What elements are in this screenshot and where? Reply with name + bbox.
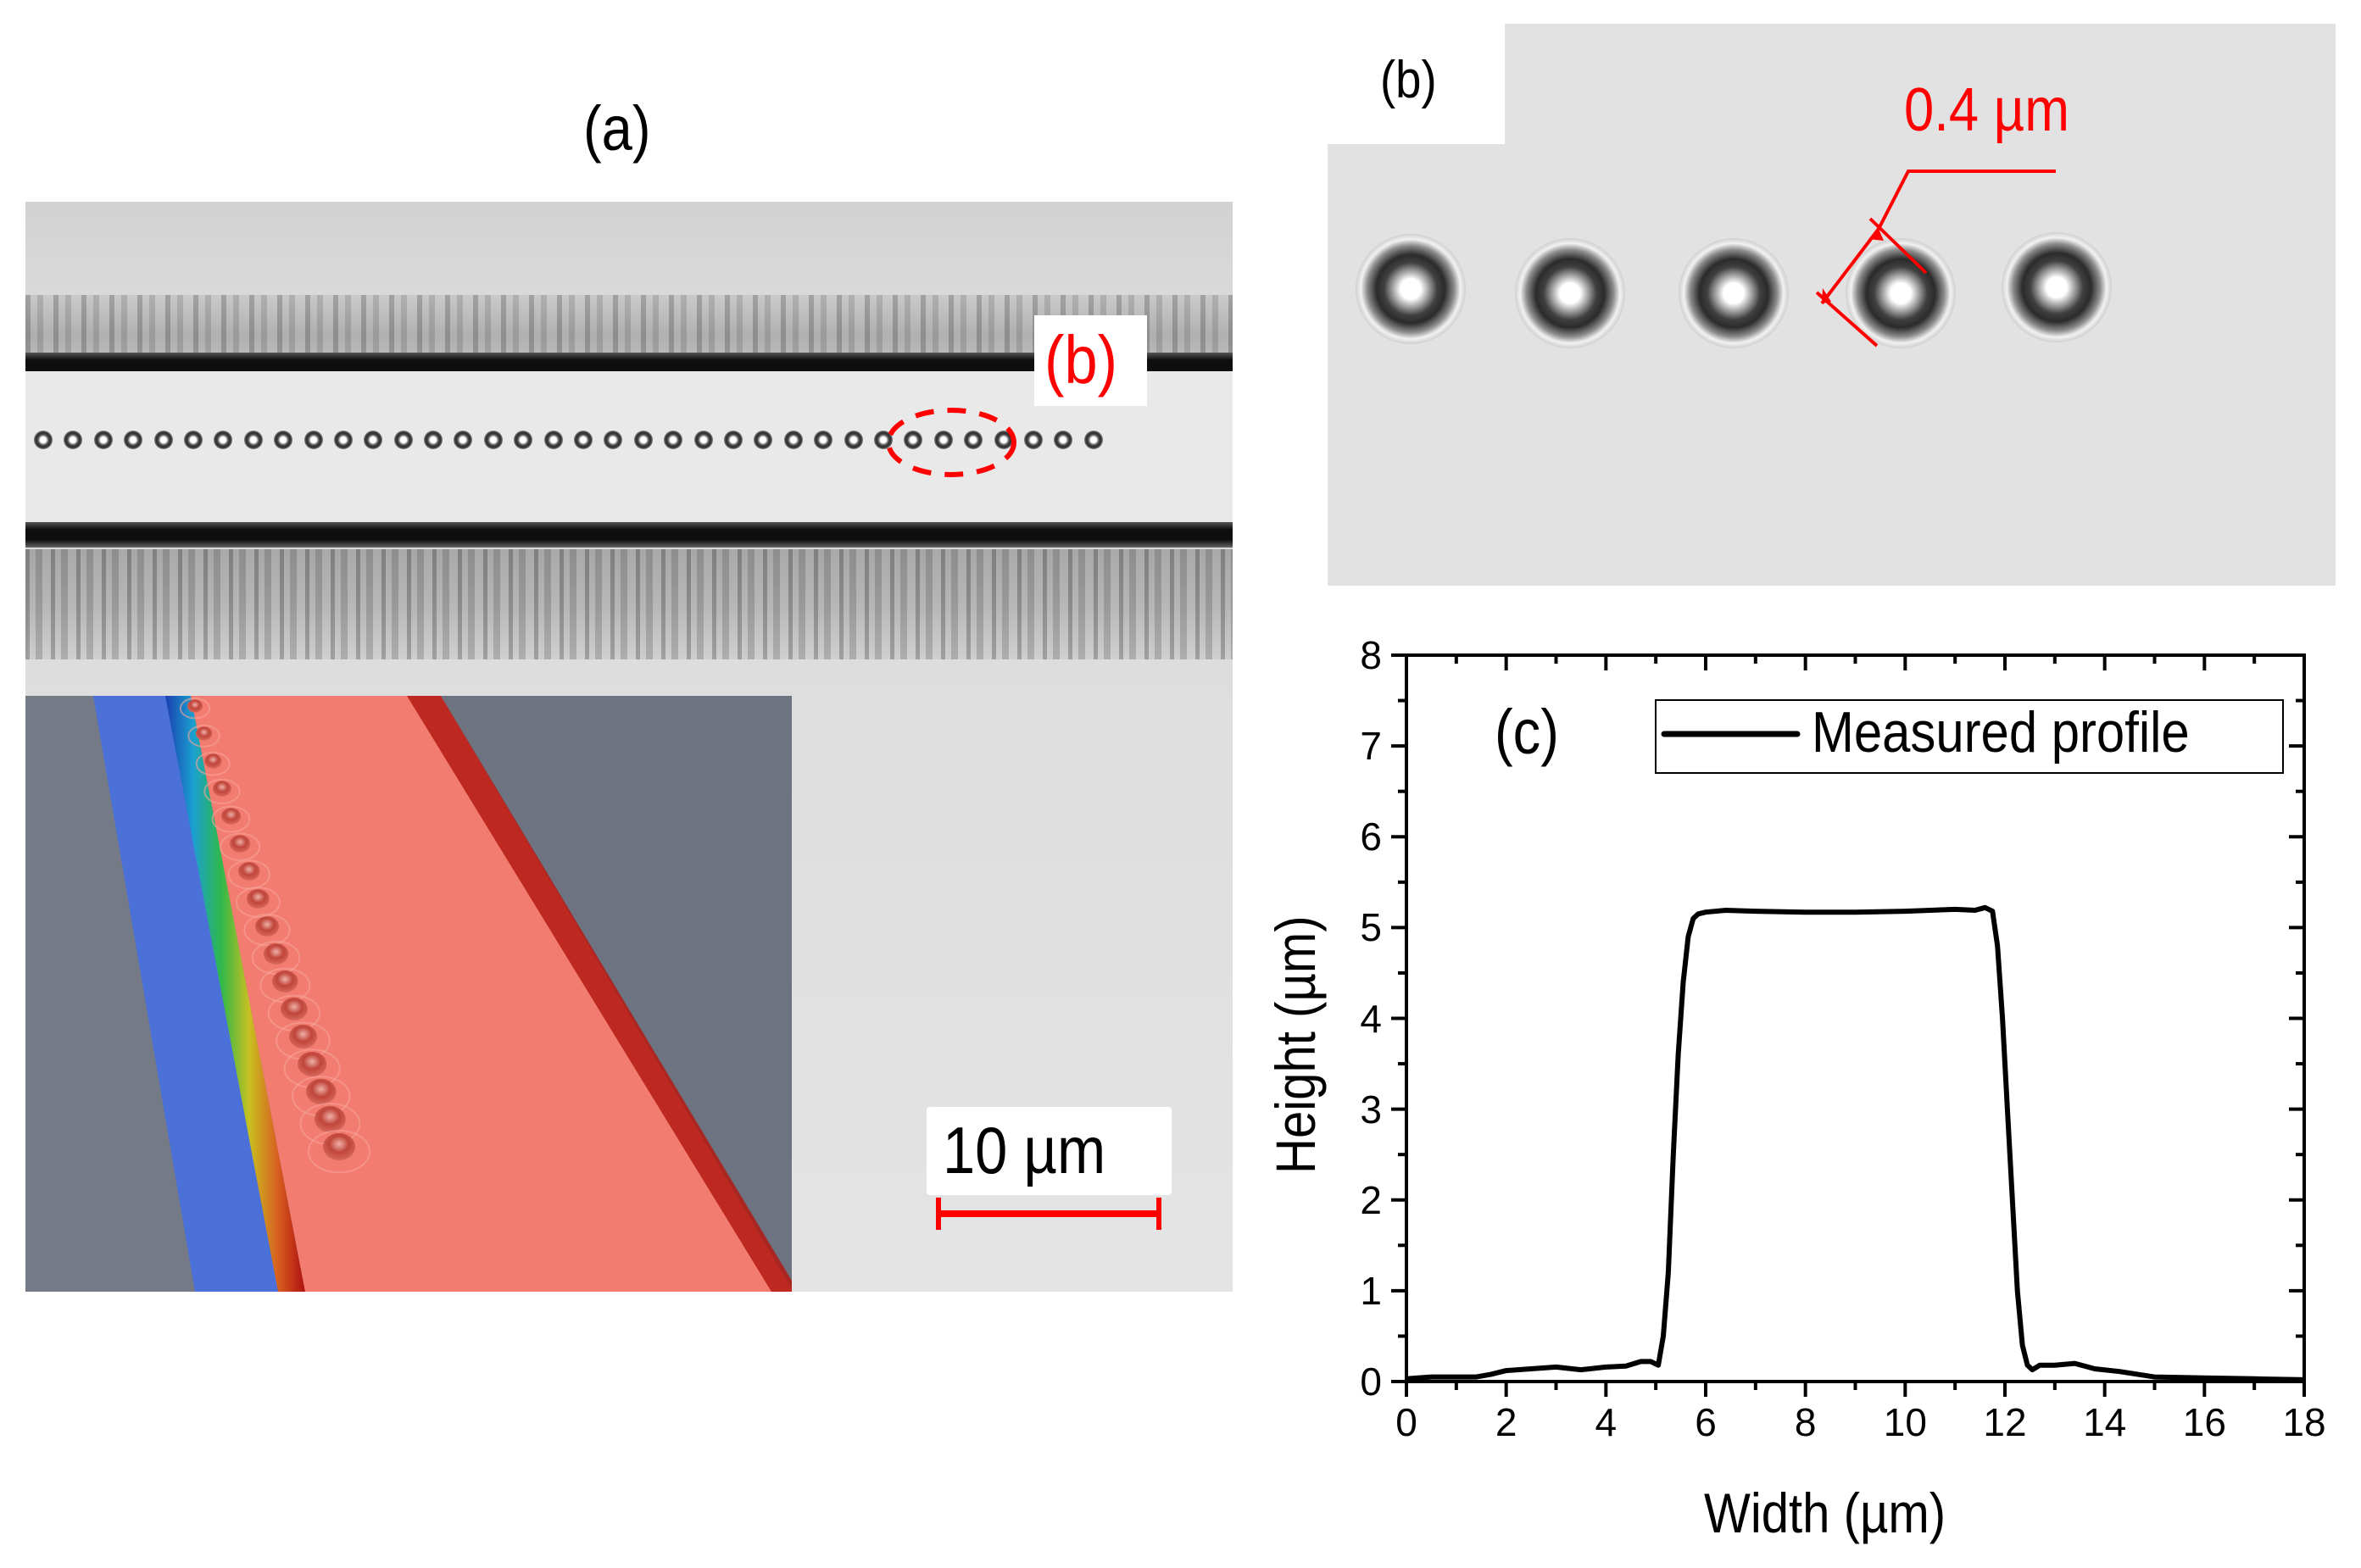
micro-dot (214, 431, 233, 449)
micro-dot (964, 431, 983, 449)
panel-b-label: (b) (1380, 51, 1437, 109)
scale-bar-left-cap (936, 1198, 941, 1230)
diameter-dimension-lines (1815, 170, 2056, 348)
scale-bar (938, 1210, 1160, 1217)
micro-dot (574, 431, 593, 449)
x-tick-label: 2 (1495, 1400, 1517, 1444)
callout-label-box (1034, 315, 1147, 406)
y-tick-label: 3 (1360, 1087, 1382, 1132)
micro-dot (424, 431, 443, 449)
y-tick-label: 7 (1360, 724, 1382, 769)
panel-c-label: (c) (1495, 697, 1559, 767)
diameter-annotation: 0.4 µm (1904, 76, 2069, 144)
callout-label-b: (b) (1044, 322, 1118, 398)
scale-bar-label-box (927, 1107, 1172, 1195)
scale-bar-right-cap (1156, 1198, 1161, 1230)
micro-dot-array (34, 431, 1114, 451)
legend-entry-label: Measured profile (1812, 700, 2190, 765)
y-tick-label: 1 (1360, 1268, 1382, 1313)
x-tick-label: 12 (1983, 1400, 2027, 1444)
micro-dot (1054, 431, 1073, 449)
chart-axes (1391, 653, 2306, 1397)
micro-dot (1515, 238, 1625, 348)
micro-dot (633, 431, 653, 449)
micro-dot (1023, 431, 1043, 449)
micro-dot (783, 431, 803, 449)
micro-dot (124, 431, 143, 449)
inset-3d-profile (25, 696, 792, 1292)
micro-dot (994, 431, 1013, 449)
micro-dot (664, 431, 683, 449)
y-tick-label: 5 (1360, 905, 1382, 950)
micro-dot (333, 431, 353, 449)
micro-dot (243, 431, 263, 449)
x-tick-label: 10 (1883, 1400, 1927, 1444)
micro-dot (34, 431, 53, 449)
x-tick-label: 14 (2083, 1400, 2127, 1444)
measured-profile-line (1406, 904, 2305, 1382)
callout-dashed-ellipse (886, 408, 1016, 477)
y-tick-label: 4 (1360, 996, 1382, 1041)
micro-dot (93, 431, 113, 449)
waveguide-channel (25, 371, 1233, 532)
micro-dot (1356, 234, 1466, 344)
micro-dot (723, 431, 743, 449)
waveguide-edge-roughness-bottom (25, 549, 1233, 659)
micro-dot (543, 431, 563, 449)
scale-bar-label: 10 µm (943, 1113, 1106, 1187)
x-tick-label: 4 (1595, 1400, 1618, 1444)
micro-dot (454, 431, 473, 449)
micro-dot (933, 431, 953, 449)
micro-dot (393, 431, 413, 449)
x-tick-label: 0 (1395, 1400, 1417, 1444)
micro-dot (483, 431, 503, 449)
micro-dot (873, 431, 893, 449)
micro-dot (814, 431, 833, 449)
y-tick-label: 2 (1360, 1177, 1382, 1222)
y-tick-label: 8 (1360, 633, 1382, 677)
waveguide-edge-roughness-top (25, 295, 1233, 363)
panel-a-label: (a) (583, 93, 651, 164)
waveguide-bottom-edge (25, 522, 1233, 548)
x-tick-label: 6 (1695, 1400, 1717, 1444)
y-axis-label: Height (µm) (1264, 915, 1327, 1174)
micro-dot (754, 431, 773, 449)
micro-dot (1083, 431, 1103, 449)
micro-dot (2002, 232, 2112, 342)
micro-dot (604, 431, 623, 449)
micro-dot (514, 431, 533, 449)
micro-dot (364, 431, 383, 449)
micro-dot (1679, 238, 1789, 348)
micro-dot (1846, 238, 1956, 348)
micro-dot (274, 431, 293, 449)
inset-3d-render (25, 696, 792, 1292)
x-axis-label: Width (µm) (1704, 1482, 1946, 1544)
y-tick-label: 0 (1360, 1359, 1382, 1404)
chart-legend (1655, 699, 2284, 774)
panel-b-label-box (1328, 24, 1505, 144)
x-tick-label: 18 (2282, 1400, 2326, 1444)
micro-dot (303, 431, 323, 449)
micro-dot (844, 431, 863, 449)
micro-dot (183, 431, 203, 449)
x-tick-label: 8 (1794, 1400, 1817, 1444)
micro-dot (904, 431, 923, 449)
x-tick-label: 16 (2182, 1400, 2226, 1444)
micro-dot (153, 431, 173, 449)
y-tick-label: 6 (1360, 815, 1382, 859)
micro-dot (693, 431, 713, 449)
micro-dot (64, 431, 83, 449)
